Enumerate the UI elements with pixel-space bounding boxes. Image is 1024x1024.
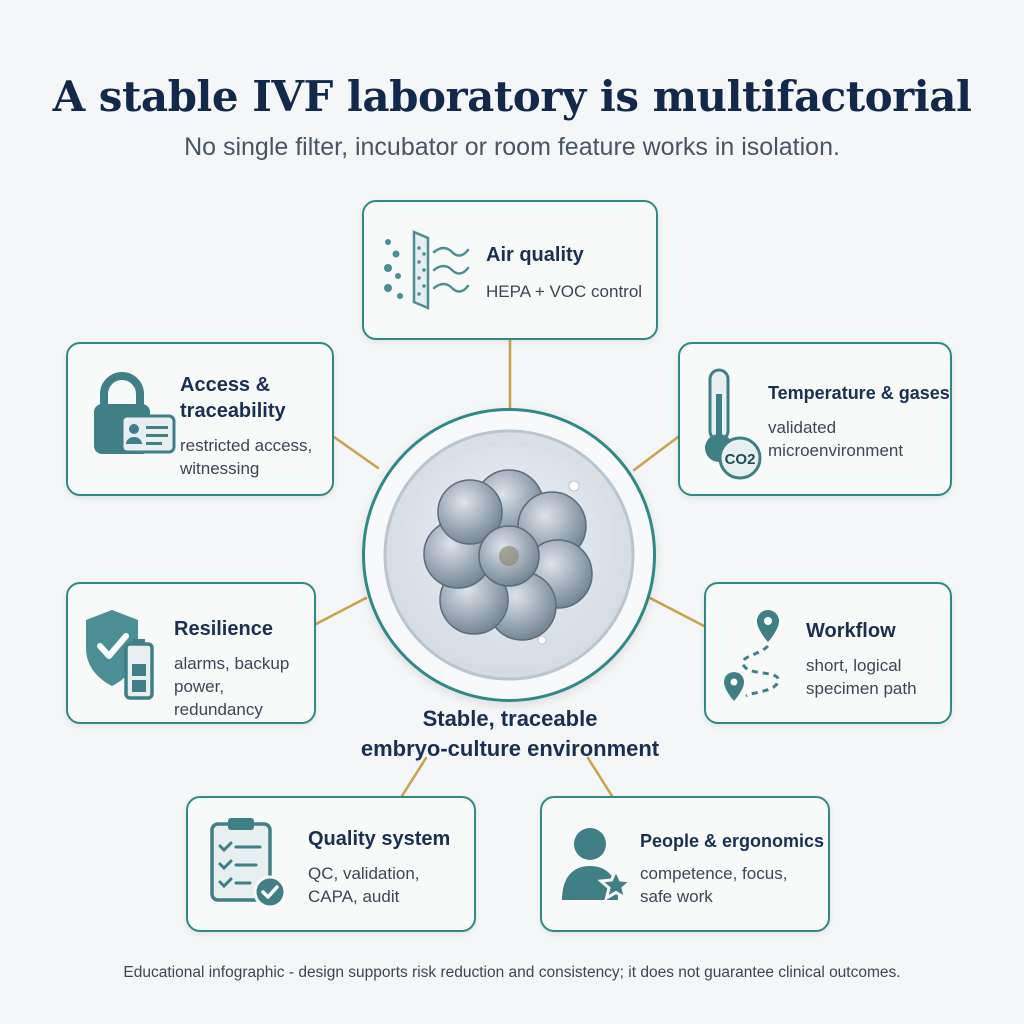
connector-resilience	[314, 596, 368, 626]
workflow-desc-line2: specimen path	[806, 679, 917, 698]
person-star-icon	[562, 828, 635, 902]
air-quality-desc: HEPA + VOC control	[486, 282, 643, 301]
temperature-desc: validated microenvironment	[768, 416, 903, 462]
card-people-ergonomics: People & ergonomics competence, focus, s…	[540, 796, 830, 932]
connector-access	[332, 435, 380, 470]
access-title-line1: Access &	[180, 374, 271, 396]
padlock-id-card-icon	[94, 372, 176, 454]
connector-temperature	[632, 435, 680, 472]
embryo-dish-ring	[362, 408, 656, 702]
connector-people	[586, 756, 614, 798]
embryo-dish-icon	[383, 429, 635, 681]
connector-quality	[400, 756, 428, 798]
access-desc-line1: restricted access,	[180, 436, 313, 455]
resilience-desc-line1: alarms, backup	[174, 654, 290, 673]
quality-desc: QC, validation, CAPA, audit	[308, 862, 420, 908]
card-workflow: Workflow short, logical specimen path	[704, 582, 952, 724]
quality-title: Quality system	[308, 828, 451, 850]
resilience-desc: alarms, backup power, redundancy	[174, 652, 314, 721]
people-desc-line2: safe work	[640, 887, 713, 906]
workflow-title: Workflow	[806, 620, 896, 642]
thermometer-co2-icon: CO2	[705, 368, 762, 480]
air-quality-title: Air quality	[486, 244, 584, 266]
quality-desc-line1: QC, validation,	[308, 864, 420, 883]
access-desc-line2: witnessing	[180, 459, 260, 478]
people-desc-line1: competence, focus,	[640, 864, 788, 883]
resilience-desc-line2: power, redundancy	[174, 677, 263, 719]
connector-workflow	[648, 596, 706, 628]
access-title: Access & traceability	[180, 372, 286, 424]
people-desc: competence, focus, safe work	[640, 862, 787, 908]
route-path-icon	[724, 610, 780, 701]
card-resilience: Resilience alarms, backup power, redunda…	[66, 582, 316, 724]
card-air-quality: Air quality HEPA + VOC control	[362, 200, 658, 340]
clipboard-check-icon	[210, 818, 287, 909]
co2-label: CO2	[725, 451, 756, 468]
center-label: Stable, traceable embryo-culture environ…	[330, 704, 690, 764]
workflow-desc: short, logical specimen path	[806, 654, 917, 700]
temperature-desc-line1: validated	[768, 418, 837, 437]
center-label-line2: embryo-culture environment	[360, 736, 660, 761]
page-title: A stable IVF laboratory is multifactoria…	[52, 72, 972, 121]
quality-desc-line2: CAPA, audit	[308, 887, 400, 906]
card-quality-system: Quality system QC, validation, CAPA, aud…	[186, 796, 476, 932]
air-filter-icon	[384, 230, 470, 310]
center-label-line1: Stable, traceable	[422, 706, 598, 731]
temperature-desc-line2: microenvironment	[768, 441, 904, 460]
access-title-line2: traceability	[180, 400, 286, 422]
temperature-title: Temperature & gases	[768, 383, 950, 403]
footer-disclaimer: Educational infographic - design support…	[123, 964, 901, 981]
resilience-title: Resilience	[174, 618, 273, 640]
access-desc: restricted access, witnessing	[180, 434, 312, 480]
card-temperature-gases: CO2 Temperature & gases validated microe…	[678, 342, 952, 496]
shield-battery-icon	[86, 610, 154, 700]
workflow-desc-line1: short, logical	[806, 656, 902, 675]
card-access-traceability: Access & traceability restricted access,…	[66, 342, 334, 496]
page-subtitle: No single filter, incubator or room feat…	[184, 133, 840, 161]
people-title: People & ergonomics	[640, 831, 825, 851]
